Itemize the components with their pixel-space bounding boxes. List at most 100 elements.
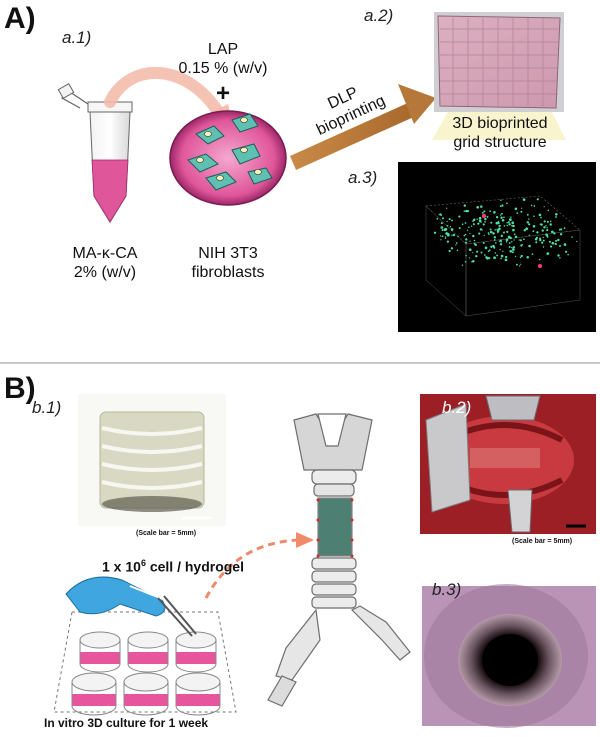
cell-dot — [461, 223, 464, 226]
cell-dot — [543, 206, 545, 208]
cell-dot — [438, 214, 440, 216]
tube-label-line2: 2% (w/v) — [73, 264, 137, 281]
grid-caption-line1: 3D bioprinted — [452, 115, 548, 132]
cell-dot — [496, 229, 500, 233]
cell-dot — [502, 250, 504, 252]
cell-dot — [528, 234, 530, 237]
cell-dot — [501, 218, 505, 222]
cell-dot — [563, 227, 566, 229]
cell-dot — [478, 232, 481, 235]
cell-dot — [448, 218, 451, 221]
cell-dot — [535, 236, 539, 239]
cell-dot — [464, 222, 467, 224]
cell-dot — [492, 232, 495, 235]
cell-dot — [526, 255, 529, 259]
well-plate-illustration — [53, 611, 237, 716]
cell-dot — [451, 219, 453, 222]
cell-dot — [545, 233, 549, 237]
cell-dot — [499, 214, 502, 216]
lap-line1: LAP — [207, 41, 239, 58]
cell-dot — [500, 254, 504, 258]
cell-dot — [474, 243, 477, 246]
cell-dot — [500, 257, 502, 260]
cell-dot — [469, 240, 471, 242]
cell-dot — [499, 239, 502, 242]
cell-dot — [472, 234, 475, 238]
cell-dot — [482, 223, 485, 226]
cell-dot — [440, 222, 443, 225]
cell-dot — [464, 261, 467, 263]
cell-dot — [497, 221, 500, 225]
cell-dot — [528, 218, 530, 220]
cell-dot — [489, 230, 493, 234]
cell-dot — [512, 246, 516, 249]
cell-dot — [493, 236, 497, 239]
cell-dot — [503, 225, 506, 227]
cell-dot — [540, 223, 543, 226]
cell-dot — [567, 253, 569, 256]
tube-label-line1: MA-κ-CA — [72, 245, 138, 262]
lap-label: LAP 0.15 % (w/v) — [158, 40, 288, 78]
caption-callout — [432, 112, 566, 140]
cell-dot — [466, 209, 470, 213]
cell-dot — [515, 263, 518, 266]
cell-dot — [441, 217, 445, 220]
cell-dot — [481, 229, 483, 231]
cell-dot — [541, 229, 544, 232]
endoscopic-view-photo — [422, 584, 596, 728]
cell-dot — [472, 223, 475, 225]
cell-dot — [576, 240, 578, 243]
cell-dot — [495, 215, 499, 219]
cell-dot — [519, 265, 521, 267]
cell-dot — [464, 233, 467, 236]
cell-dot — [443, 228, 447, 232]
cell-dot — [472, 218, 476, 221]
cell-dot — [539, 238, 542, 242]
cell-dot — [487, 250, 490, 253]
cell-dot — [550, 245, 553, 248]
cell-dot — [521, 243, 523, 246]
cell-dot — [532, 224, 536, 228]
panel-a-letter: A) — [4, 2, 36, 35]
gloved-hand-icon — [65, 576, 197, 637]
cell-dot — [506, 224, 509, 227]
cell-dot — [463, 234, 466, 237]
cell-dot — [518, 239, 520, 241]
cell-dot — [557, 254, 560, 257]
cell-dot — [549, 220, 552, 222]
cell-dot — [479, 228, 483, 231]
cell-dot — [489, 228, 492, 231]
cell-dot — [493, 256, 496, 260]
cell-dot — [550, 230, 554, 234]
cell-dot — [492, 244, 495, 248]
cell-dot — [484, 220, 486, 223]
cell-dot — [514, 235, 518, 239]
hydrogel-scaffold-photo — [78, 394, 226, 526]
cell-dot — [433, 231, 437, 234]
cell-dot — [559, 229, 561, 231]
cell-dot — [508, 236, 510, 239]
cell-dot — [445, 232, 449, 235]
cell-dot — [526, 213, 529, 216]
sub-label-b3: b.3) — [432, 580, 462, 599]
cell-density-label: 1 x 106 cell / hydrogel — [102, 558, 244, 575]
cell-dot — [546, 252, 550, 255]
cell-dot — [536, 231, 539, 234]
cell-dot — [490, 245, 493, 248]
cell-dot — [441, 235, 444, 238]
cell-density-prefix: 1 x 10 — [102, 558, 141, 575]
cell-dot — [446, 233, 450, 237]
cell-dot — [450, 247, 454, 250]
cell-dot — [511, 221, 515, 225]
cell-dot — [441, 229, 444, 232]
cell-dot — [446, 240, 450, 243]
cell-dot — [542, 236, 545, 239]
cell-dot — [449, 226, 452, 228]
cell-dot — [499, 205, 502, 208]
cell-dot — [545, 225, 547, 227]
cell-dot — [542, 239, 545, 242]
cell-dot — [436, 217, 439, 220]
cell-dot — [446, 224, 449, 227]
cell-dot — [472, 252, 474, 254]
